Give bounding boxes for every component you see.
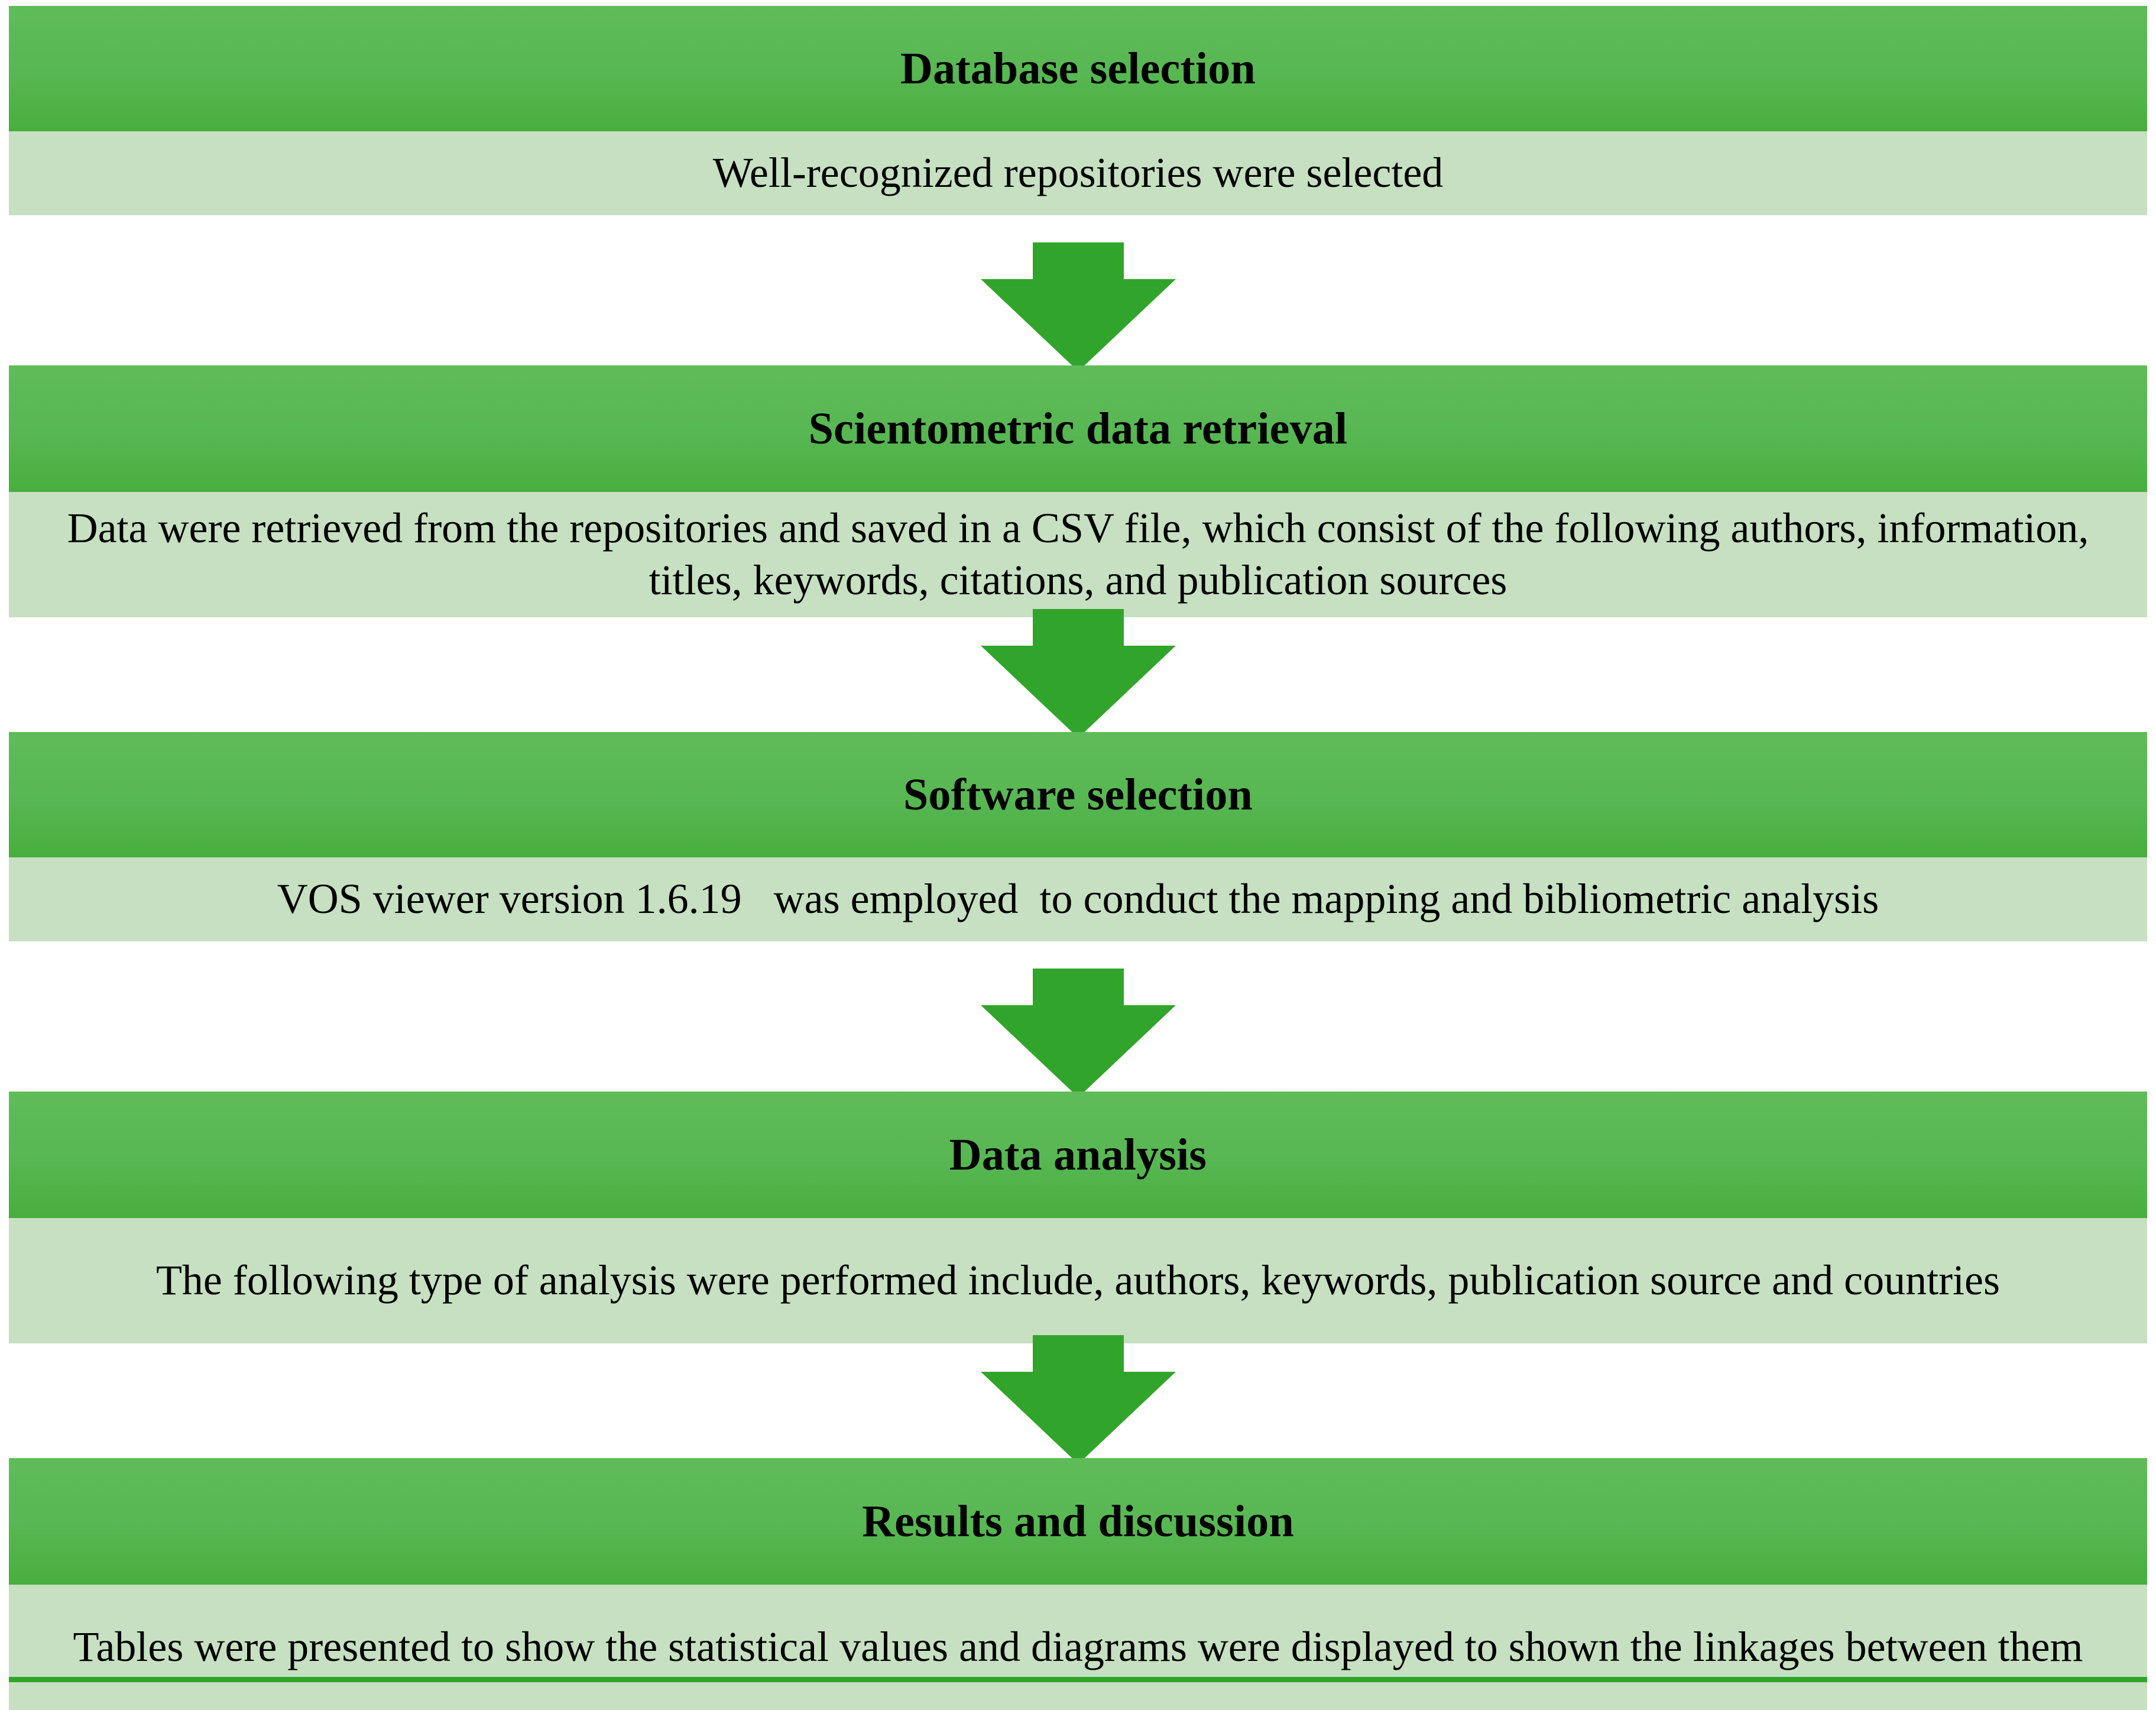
arrow-down-icon xyxy=(981,609,1176,738)
stage-title: Results and discussion xyxy=(862,1496,1294,1546)
stage-title: Data analysis xyxy=(949,1129,1207,1180)
stage-title: Database selection xyxy=(900,43,1256,93)
bottom-divider xyxy=(9,1677,2147,1682)
stage-description: Well-recognized repositories were select… xyxy=(712,149,1444,197)
stage-body-inner: Tables were presented to show the statis… xyxy=(22,1621,2134,1673)
stage-body-data-analysis: The following type of analysis were perf… xyxy=(9,1218,2147,1343)
stage-description: VOS viewer version 1.6.19 was employed t… xyxy=(277,875,1879,923)
stage-header-database-selection: Database selection xyxy=(9,6,2147,131)
stage-body-inner: The following type of analysis were perf… xyxy=(22,1255,2134,1307)
stage-body-software-selection: VOS viewer version 1.6.19 was employed t… xyxy=(9,857,2147,941)
flow-stage-software-selection: Software selection VOS viewer version 1.… xyxy=(9,732,2147,941)
arrow-down-icon xyxy=(981,242,1176,371)
stage-header-results-and-discussion: Results and discussion xyxy=(9,1458,2147,1585)
flow-stage-data-analysis: Data analysis The following type of anal… xyxy=(9,1092,2147,1343)
flow-stage-scientometric-data-retrieval: Scientometric data retrieval Data were r… xyxy=(9,365,2147,617)
stage-body-inner: Well-recognized repositories were select… xyxy=(22,147,2134,199)
stage-title: Scientometric data retrieval xyxy=(808,403,1348,454)
stage-body-inner: Data were retrieved from the repositorie… xyxy=(22,503,2134,607)
arrow-down-icon xyxy=(981,1335,1176,1464)
stage-title: Software selection xyxy=(903,769,1253,820)
arrow-down-icon xyxy=(981,969,1176,1097)
stage-header-scientometric-data-retrieval: Scientometric data retrieval xyxy=(9,365,2147,492)
stage-description: The following type of analysis were perf… xyxy=(155,1256,2001,1304)
stage-body-scientometric-data-retrieval: Data were retrieved from the repositorie… xyxy=(9,492,2147,617)
stage-body-results-and-discussion: Tables were presented to show the statis… xyxy=(9,1585,2147,1710)
stage-description: Tables were presented to show the statis… xyxy=(73,1623,2083,1671)
stage-body-inner: VOS viewer version 1.6.19 was employed t… xyxy=(22,873,2134,925)
stage-body-database-selection: Well-recognized repositories were select… xyxy=(9,131,2147,215)
stage-description: Data were retrieved from the repositorie… xyxy=(67,504,2100,604)
stage-header-data-analysis: Data analysis xyxy=(9,1092,2147,1218)
flow-stage-database-selection: Database selection Well-recognized repos… xyxy=(9,6,2147,215)
stage-header-software-selection: Software selection xyxy=(9,732,2147,857)
flow-stage-results-and-discussion: Results and discussion Tables were prese… xyxy=(9,1458,2147,1710)
